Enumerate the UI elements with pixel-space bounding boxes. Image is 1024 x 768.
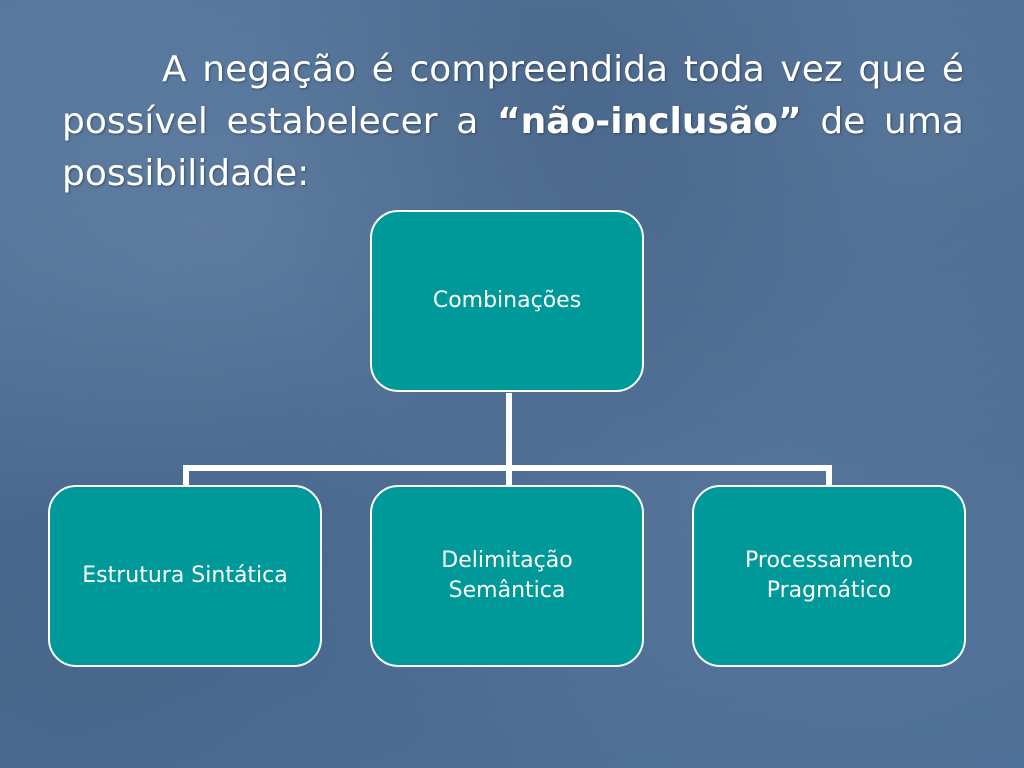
heading-text-bold: “não-inclusão” xyxy=(496,101,802,142)
diagram-node-label: Processamento Pragmático xyxy=(745,548,913,603)
diagram-node-label: Estrutura Sintática xyxy=(82,563,288,588)
connector-child-2 xyxy=(506,465,512,485)
heading-text-part2: de uma possibilidade: xyxy=(62,101,964,194)
heading-text-part1: A negação é compreendida toda vez que é … xyxy=(62,49,964,142)
diagram-node-processamento-pragmatico: Processamento Pragmático xyxy=(692,485,966,667)
connector-root-down xyxy=(506,393,512,469)
slide-heading: A negação é compreendida toda vez que é … xyxy=(62,44,964,200)
connector-child-3 xyxy=(826,465,832,485)
diagram-node-root-label: Combinações xyxy=(432,288,582,313)
connector-child-1 xyxy=(183,465,189,485)
diagram-node-estrutura-sintatica: Estrutura Sintática xyxy=(48,485,322,667)
diagram-node-root: Combinações xyxy=(370,210,644,392)
diagram-node-delimitacao-semantica: Delimitação Semântica xyxy=(370,485,644,667)
diagram-node-label: Delimitação Semântica xyxy=(441,548,573,603)
